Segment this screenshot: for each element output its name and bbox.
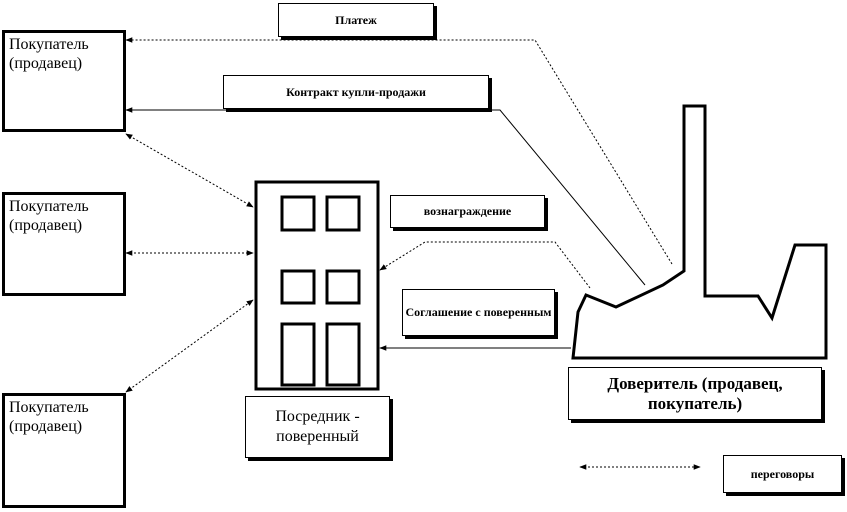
contract-arrow [125,107,646,286]
negotiation-arrow-top [125,133,254,208]
agreement-label: Соглашение с поверенным [405,305,552,319]
buyer-box-bottom: Покупатель (продавец) [2,393,126,508]
intermediary-building-icon [254,180,380,391]
contract-label-box: Контракт купли-продажи [223,75,489,109]
intermediary-label-box: Посредник - поверенный [245,396,390,458]
agreement-label-box: Соглашение с поверенным [402,289,555,336]
intermediary-label: Посредник - поверенный [275,408,360,445]
legend-negotiation-box: переговоры [723,455,842,493]
buyer-top-label: Покупатель (продавец) [9,36,89,72]
payment-arrow [125,37,673,265]
buyer-bottom-label: Покупатель (продавец) [9,399,89,435]
principal-label: Доверитель (продавец, покупатель) [607,373,783,413]
buyer-box-middle: Покупатель (продавец) [2,192,126,296]
principal-factory-icon [571,104,828,360]
legend-negotiation-label: переговоры [750,466,815,481]
payment-label: Платеж [335,12,377,27]
principal-label-box: Доверитель (продавец, покупатель) [568,367,822,420]
reward-arrow [379,241,591,289]
negotiation-arrow-bottom [125,299,254,393]
buyer-box-top: Покупатель (продавец) [2,30,126,132]
contract-label: Контракт купли-продажи [286,84,426,99]
payment-label-box: Платеж [278,3,434,37]
buyer-mid-label: Покупатель (продавец) [9,198,89,234]
reward-label-box: вознаграждение [390,195,545,228]
reward-label: вознаграждение [423,204,512,218]
